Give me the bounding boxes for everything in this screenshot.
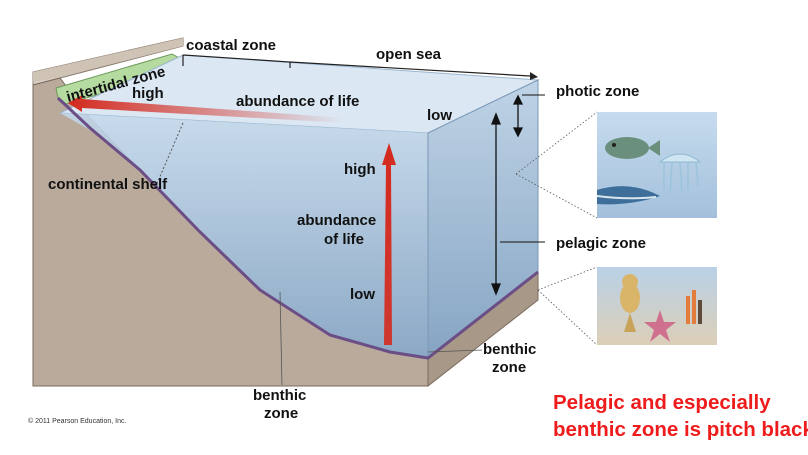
benthic-inset-icon: [597, 267, 717, 345]
copyright-credit: © 2011 Pearson Education, Inc.: [28, 418, 127, 425]
label-benthic-zone-bottom-2: zone: [264, 405, 298, 422]
annotation-note: Pelagic and especially benthic zone is p…: [553, 389, 808, 443]
label-coastal-zone: coastal zone: [186, 37, 276, 54]
seafloor-line: [56, 96, 539, 360]
label-pelagic-zone: pelagic zone: [556, 235, 646, 252]
label-benthic-zone-bottom-1: benthic: [253, 387, 306, 404]
land-block: [32, 37, 539, 388]
label-benthic-zone-right-2: zone: [492, 359, 526, 376]
note-line-2: benthic zone is pitch black: [553, 418, 808, 441]
vertical-abundance-arrow: [382, 143, 396, 345]
pelagic-inset-icon: [596, 112, 717, 218]
label-vertical-abundance-2: of life: [324, 231, 364, 248]
depth-markers: [491, 94, 545, 296]
label-horizontal-abundance: abundance of life: [236, 93, 359, 110]
water-front: [60, 113, 428, 358]
label-vertical-low: low: [350, 286, 375, 303]
note-line-1: Pelagic and especially: [553, 391, 771, 414]
label-benthic-zone-right-1: benthic: [483, 341, 536, 358]
label-horizontal-low: low: [427, 107, 452, 124]
label-vertical-abundance-1: abundance: [297, 212, 376, 229]
leader-lines: [279, 111, 598, 386]
label-open-sea: open sea: [376, 46, 442, 63]
zone-brackets: [182, 54, 538, 80]
horizontal-abundance-arrow: [68, 95, 345, 123]
label-photic-zone: photic zone: [556, 83, 639, 100]
label-horizontal-high: high: [132, 85, 164, 102]
label-vertical-high: high: [344, 161, 376, 178]
label-continental-shelf: continental shelf: [48, 176, 168, 193]
